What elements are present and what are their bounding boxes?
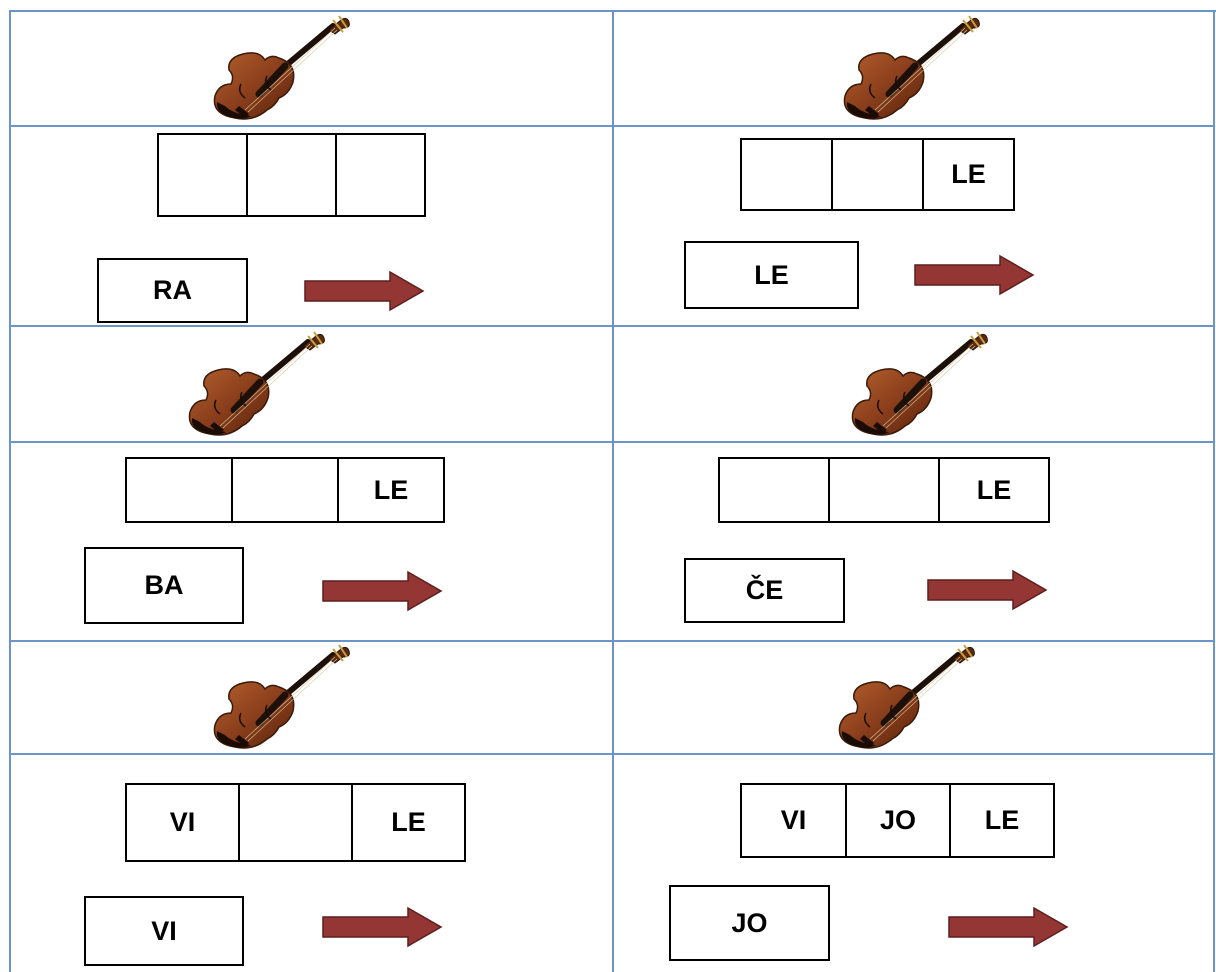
violin-cell-5 xyxy=(200,642,360,752)
arrow-right-icon xyxy=(946,906,1071,948)
syllable-slot[interactable] xyxy=(335,133,426,217)
arrow-right-icon xyxy=(320,906,445,948)
arrow-right-icon xyxy=(302,270,427,312)
syllable-slot[interactable]: VI xyxy=(740,783,847,858)
syllable-slots-5: VI LE xyxy=(125,783,466,862)
syllable-slot[interactable] xyxy=(125,457,233,523)
syllable-slot[interactable] xyxy=(740,138,833,211)
given-syllable-3: BA xyxy=(84,547,244,624)
syllable-slot[interactable]: LE xyxy=(938,457,1050,523)
violin-cell-3 xyxy=(175,327,335,440)
syllable-slots-3: LE xyxy=(125,457,445,523)
grid-line-h2 xyxy=(10,325,1215,327)
syllable-slot[interactable]: JO xyxy=(845,783,951,858)
grid-line-right xyxy=(1213,10,1215,972)
violin-cell-1 xyxy=(200,12,360,124)
syllable-slot[interactable] xyxy=(246,133,337,217)
syllable-slot[interactable]: LE xyxy=(922,138,1015,211)
syllable-slots-6: VI JO LE xyxy=(740,783,1055,858)
grid-line-h5 xyxy=(10,753,1215,755)
syllable-slot[interactable] xyxy=(718,457,830,523)
syllable-slots-2: LE xyxy=(740,138,1015,211)
violin-icon xyxy=(835,14,985,122)
syllable-slot[interactable]: LE xyxy=(351,783,466,862)
violin-icon xyxy=(180,330,330,438)
arrow-right-icon xyxy=(912,254,1037,296)
arrow-right-icon xyxy=(925,569,1050,611)
grid-line-left xyxy=(9,10,11,972)
syllable-slots-1 xyxy=(157,133,426,217)
syllable-slot[interactable] xyxy=(231,457,339,523)
given-syllable-1: RA xyxy=(97,258,248,323)
given-syllable-5: VI xyxy=(84,896,244,966)
syllable-slot[interactable]: LE xyxy=(949,783,1055,858)
given-syllable-6: JO xyxy=(669,885,830,961)
syllable-slot[interactable] xyxy=(157,133,248,217)
syllable-slot[interactable] xyxy=(831,138,924,211)
arrow-right-icon xyxy=(320,570,445,612)
syllable-slot[interactable] xyxy=(238,783,353,862)
syllable-slot[interactable]: LE xyxy=(337,457,445,523)
given-syllable-4: ČE xyxy=(684,558,845,623)
given-syllable-2: LE xyxy=(684,241,859,309)
violin-icon xyxy=(843,330,993,438)
violin-icon xyxy=(205,14,355,122)
grid-line-h4 xyxy=(10,640,1215,642)
grid-line-h3 xyxy=(10,441,1215,443)
violin-cell-6 xyxy=(825,642,985,752)
violin-icon xyxy=(830,643,980,751)
violin-cell-4 xyxy=(838,327,998,440)
grid-line-h1 xyxy=(10,125,1215,127)
syllable-slot[interactable] xyxy=(828,457,940,523)
violin-icon xyxy=(205,643,355,751)
violin-cell-2 xyxy=(830,12,990,124)
syllable-slot[interactable]: VI xyxy=(125,783,240,862)
syllable-slots-4: LE xyxy=(718,457,1050,523)
grid-line-middle xyxy=(612,10,614,972)
